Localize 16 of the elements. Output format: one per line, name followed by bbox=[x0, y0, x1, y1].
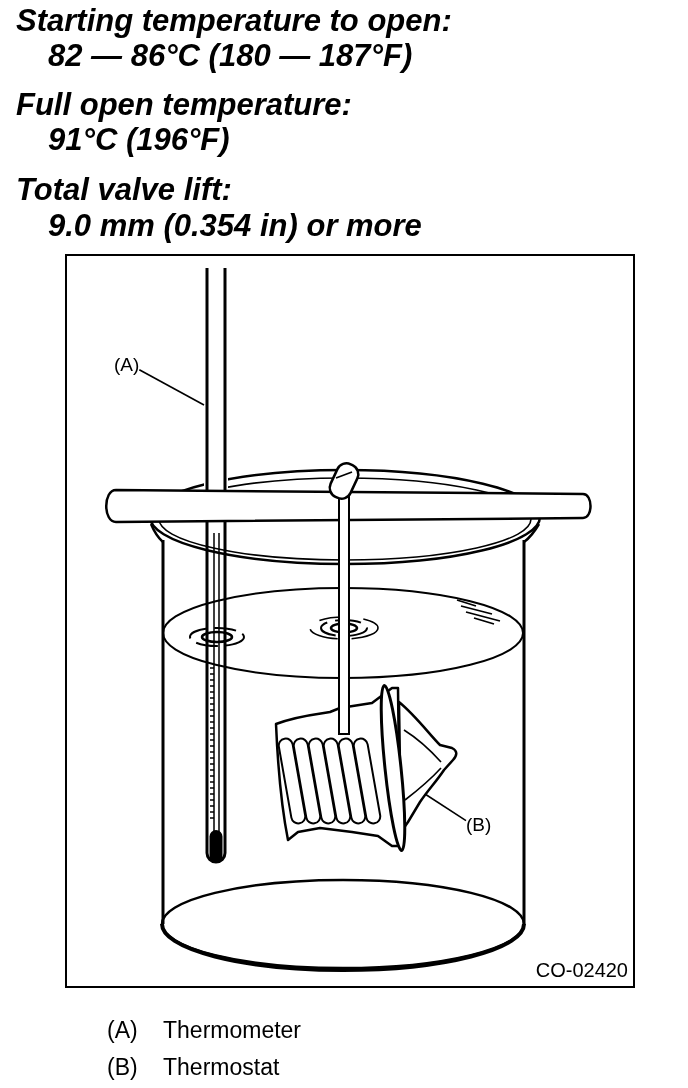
figure-code: CO-02420 bbox=[535, 959, 628, 982]
spec-value: 82 — 86°C (180 — 187°F) bbox=[48, 38, 413, 74]
key-label: (B) bbox=[107, 1054, 138, 1081]
key-label: (A) bbox=[107, 1017, 138, 1044]
spec-heading: Starting temperature to open: bbox=[16, 3, 452, 39]
spec-heading: Full open temperature: bbox=[16, 87, 352, 123]
spec-heading: Total valve lift: bbox=[16, 172, 232, 208]
leader-line bbox=[138, 368, 205, 406]
leader-line bbox=[424, 793, 467, 822]
spec-value: 9.0 mm (0.354 in) or more bbox=[48, 208, 422, 244]
thermometer bbox=[204, 266, 227, 864]
callout-label: (A) bbox=[114, 354, 140, 376]
callout-label: (B) bbox=[466, 814, 492, 836]
key-text: Thermostat bbox=[163, 1054, 280, 1081]
spec-value: 91°C (196°F) bbox=[48, 122, 230, 158]
key-text: Thermometer bbox=[163, 1017, 302, 1044]
